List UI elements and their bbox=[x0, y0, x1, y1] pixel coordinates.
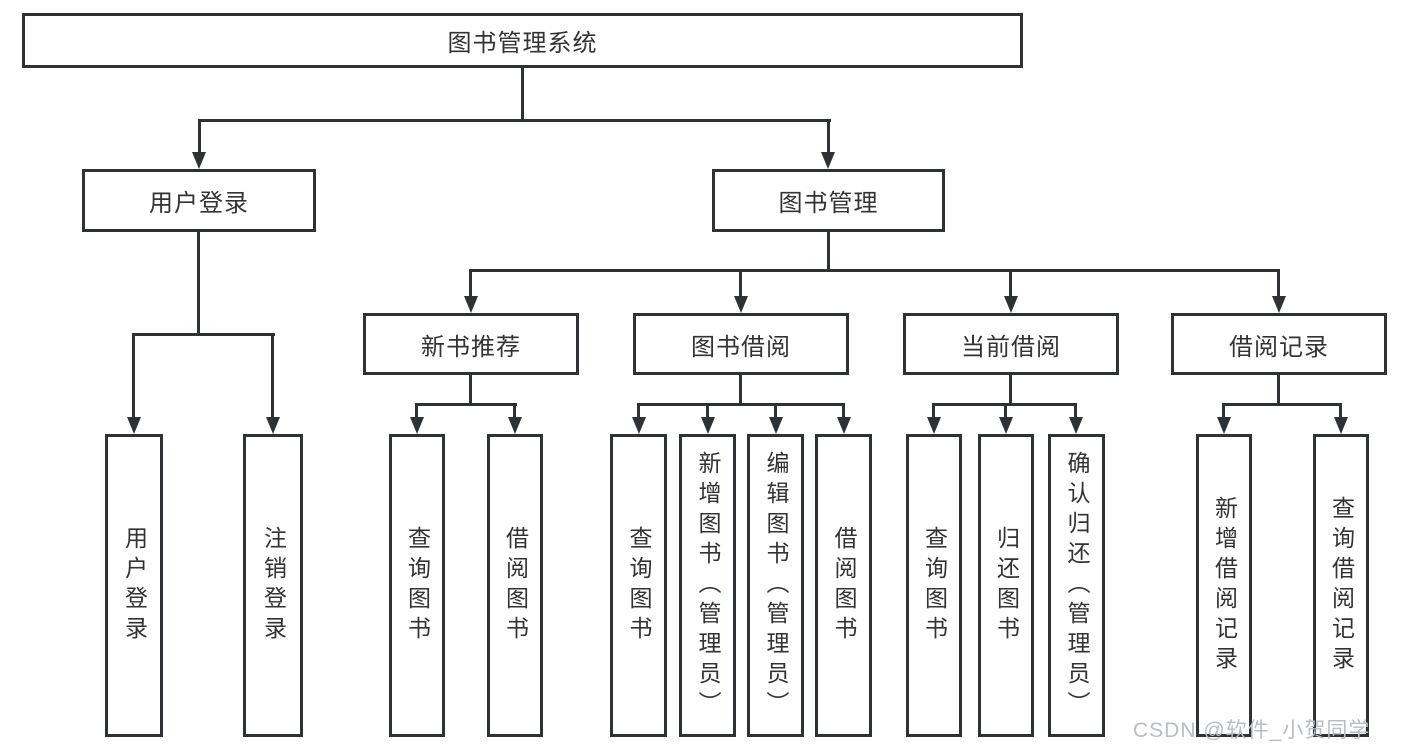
leaf-label: 编辑图书（管理员） bbox=[763, 450, 789, 721]
connector-cb-vline bbox=[1009, 374, 1012, 405]
csdn-watermark: CSDN @软件_小贺同学 bbox=[1133, 719, 1371, 742]
node-label: 图书管理系统 bbox=[447, 30, 598, 57]
leaf-label: 注销登录 bbox=[260, 525, 287, 646]
arrow-down-icon bbox=[1069, 417, 1083, 434]
connector-bb-hline bbox=[637, 403, 845, 406]
connector-nbr-hline bbox=[415, 403, 517, 406]
node-book-management: 图书管理 bbox=[712, 169, 945, 232]
node-label: 新书推荐 bbox=[421, 333, 521, 361]
connector-nbr-vline bbox=[469, 374, 472, 405]
leaf-label: 新增图书（管理员） bbox=[695, 450, 721, 721]
connector-stem bbox=[932, 403, 935, 418]
connector-stem bbox=[1004, 403, 1007, 418]
node-label: 当前借阅 bbox=[961, 333, 1061, 361]
connector-stem bbox=[637, 403, 640, 418]
leaf-bb-borrow-books: 借阅图书 bbox=[815, 434, 872, 737]
arrow-down-icon bbox=[1272, 296, 1286, 313]
leaf-bb-edit-book-admin: 编辑图书（管理员） bbox=[747, 434, 804, 737]
arrow-down-icon bbox=[1004, 296, 1018, 313]
node-library-management-system: 图书管理系统 bbox=[22, 13, 1023, 68]
leaf-label: 查询图书 bbox=[921, 525, 948, 646]
connector-stem bbox=[469, 269, 472, 296]
leaf-label: 借阅图书 bbox=[831, 525, 857, 646]
leaf-label: 查询图书 bbox=[626, 525, 652, 646]
arrow-down-icon bbox=[464, 296, 478, 313]
leaf-bb-query-books: 查询图书 bbox=[610, 434, 667, 737]
node-new-book-recommendation: 新书推荐 bbox=[363, 313, 579, 375]
connector-bb-vline bbox=[739, 374, 742, 405]
node-book-borrowing: 图书借阅 bbox=[633, 313, 849, 375]
node-label: 图书借阅 bbox=[691, 333, 791, 361]
leaf-label: 新增借阅记录 bbox=[1211, 495, 1238, 676]
arrow-down-icon bbox=[927, 417, 941, 434]
leaf-label: 用户登录 bbox=[121, 525, 148, 646]
connector-stem bbox=[1074, 403, 1077, 418]
connector-bookmgmt-hline bbox=[469, 269, 1280, 272]
leaf-nbr-borrow-books: 借阅图书 bbox=[487, 434, 543, 737]
node-user-login: 用户登录 bbox=[82, 169, 316, 232]
arrow-down-icon bbox=[821, 152, 835, 169]
connector-stem bbox=[513, 403, 516, 418]
connector-stem bbox=[415, 403, 418, 418]
connector-bookmgmt-vline bbox=[827, 231, 830, 270]
connector-stem bbox=[1339, 403, 1342, 418]
arrow-down-icon bbox=[837, 417, 851, 434]
node-label: 用户登录 bbox=[149, 190, 249, 217]
leaf-label: 归还图书 bbox=[993, 525, 1020, 646]
arrow-down-icon bbox=[508, 417, 522, 434]
connector-br-vline bbox=[1277, 374, 1280, 405]
connector-root-vline bbox=[521, 68, 524, 120]
connector-stem bbox=[132, 333, 135, 417]
leaf-user-login: 用户登录 bbox=[105, 434, 163, 737]
arrow-down-icon bbox=[410, 417, 424, 434]
arrow-down-icon bbox=[632, 417, 646, 434]
node-current-borrowing: 当前借阅 bbox=[903, 313, 1119, 375]
arrow-down-icon bbox=[734, 296, 748, 313]
node-label: 图书管理 bbox=[778, 190, 879, 217]
arrow-down-icon bbox=[1334, 417, 1348, 434]
leaf-label: 查询图书 bbox=[404, 525, 431, 646]
connector-stem bbox=[827, 119, 830, 155]
leaf-br-add-borrow-record: 新增借阅记录 bbox=[1196, 434, 1252, 737]
connector-stem bbox=[842, 403, 845, 418]
connector-root-hline bbox=[198, 119, 831, 122]
connector-stem bbox=[1222, 403, 1225, 418]
arrow-down-icon bbox=[266, 417, 280, 434]
arrow-down-icon bbox=[769, 417, 783, 434]
connector-stem bbox=[774, 403, 777, 418]
leaf-logout: 注销登录 bbox=[243, 434, 303, 737]
leaf-br-query-borrow-record: 查询借阅记录 bbox=[1313, 434, 1369, 737]
connector-stem bbox=[198, 119, 201, 155]
arrow-down-icon bbox=[999, 417, 1013, 434]
connector-br-hline bbox=[1222, 403, 1342, 406]
node-borrowing-records: 借阅记录 bbox=[1171, 313, 1387, 375]
connector-stem bbox=[271, 333, 274, 417]
connector-stem bbox=[706, 403, 709, 418]
connector-stem bbox=[1277, 269, 1280, 296]
connector-userlogin-hline bbox=[132, 333, 275, 336]
leaf-bb-add-book-admin: 新增图书（管理员） bbox=[679, 434, 736, 737]
leaf-cb-return-books: 归还图书 bbox=[978, 434, 1034, 737]
arrow-down-icon bbox=[701, 417, 715, 434]
leaf-cb-query-books: 查询图书 bbox=[906, 434, 962, 737]
arrow-down-icon bbox=[1217, 417, 1231, 434]
arrow-down-icon bbox=[127, 417, 141, 434]
connector-userlogin-vline bbox=[197, 231, 200, 334]
arrow-down-icon bbox=[192, 152, 206, 169]
connector-stem bbox=[1009, 269, 1012, 296]
node-label: 借阅记录 bbox=[1229, 333, 1329, 361]
connector-stem bbox=[739, 269, 742, 296]
leaf-nbr-query-books: 查询图书 bbox=[389, 434, 445, 737]
leaf-label: 借阅图书 bbox=[502, 525, 529, 646]
leaf-label: 确认归还（管理员） bbox=[1064, 450, 1090, 721]
leaf-cb-confirm-return-admin: 确认归还（管理员） bbox=[1048, 434, 1105, 737]
leaf-label: 查询借阅记录 bbox=[1328, 495, 1355, 676]
